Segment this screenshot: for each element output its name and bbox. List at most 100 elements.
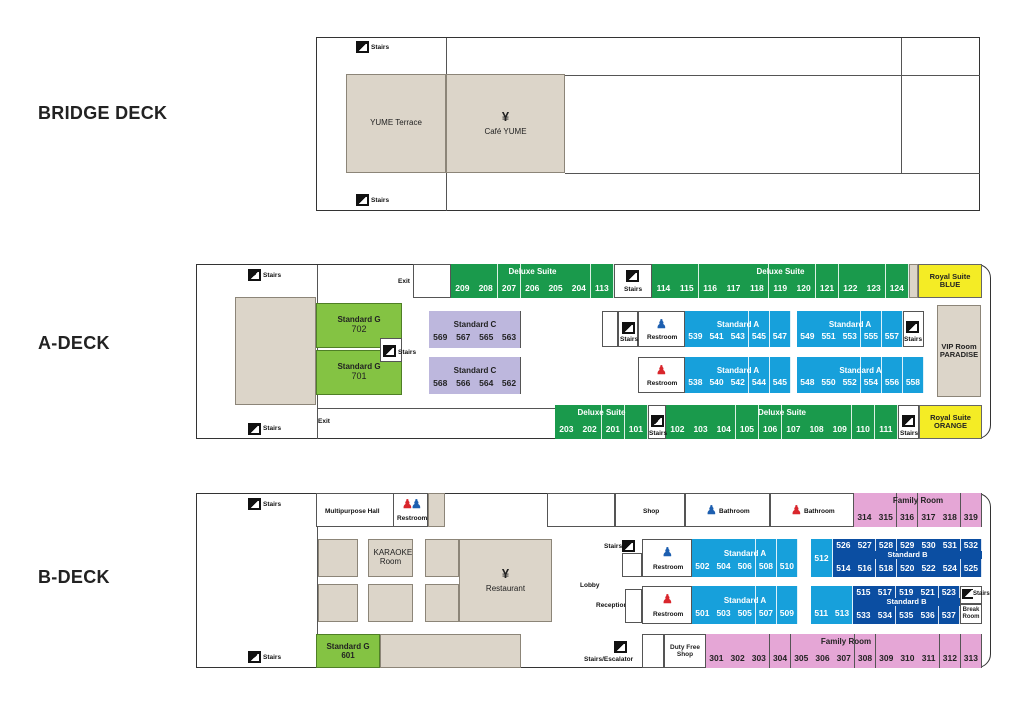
duty-free-shop[interactable]: Duty Free Shop bbox=[664, 634, 706, 668]
room-525[interactable]: 525 bbox=[960, 559, 982, 577]
room-566[interactable]: 566 bbox=[452, 357, 476, 394]
room-513[interactable]: 513 bbox=[832, 586, 853, 624]
room-518[interactable]: 518 bbox=[875, 559, 898, 577]
room-541[interactable]: 541 bbox=[706, 311, 728, 347]
room-107[interactable]: 107 bbox=[782, 405, 806, 439]
room-113[interactable]: 113 bbox=[590, 264, 614, 298]
restaurant[interactable]: ¥ Restaurant bbox=[459, 539, 552, 622]
royal-suite-blue[interactable]: Royal Suite BLUE bbox=[918, 264, 982, 298]
room-302[interactable]: 302 bbox=[727, 634, 749, 668]
room-203[interactable]: 203 bbox=[555, 405, 579, 439]
room-205[interactable]: 205 bbox=[544, 264, 568, 298]
room-201[interactable]: 201 bbox=[601, 405, 626, 439]
room-103[interactable]: 103 bbox=[689, 405, 713, 439]
room-552[interactable]: 552 bbox=[839, 357, 861, 393]
room-116[interactable]: 116 bbox=[698, 264, 723, 298]
room-601[interactable]: Standard G 601 bbox=[316, 634, 380, 668]
room-124[interactable]: 124 bbox=[885, 264, 909, 298]
room-317[interactable]: 317 bbox=[918, 493, 940, 527]
room-310[interactable]: 310 bbox=[897, 634, 919, 668]
room-512[interactable]: 512 bbox=[811, 539, 833, 577]
room-564[interactable]: 564 bbox=[475, 357, 499, 394]
room-547[interactable]: 547 bbox=[769, 311, 791, 347]
room-309[interactable]: 309 bbox=[875, 634, 898, 668]
room-311[interactable]: 311 bbox=[918, 634, 941, 668]
room-568[interactable]: 568 bbox=[429, 357, 453, 394]
room-505[interactable]: 505 bbox=[734, 586, 757, 624]
room-567[interactable]: 567 bbox=[452, 311, 476, 348]
room-511[interactable]: 511 bbox=[811, 586, 833, 624]
room-531[interactable]: 531 bbox=[939, 539, 962, 551]
room-120[interactable]: 120 bbox=[792, 264, 817, 298]
room-509[interactable]: 509 bbox=[776, 586, 798, 624]
room-523[interactable]: 523 bbox=[938, 586, 960, 598]
room-318[interactable]: 318 bbox=[939, 493, 962, 527]
room-209[interactable]: 209 bbox=[451, 264, 475, 298]
room-501[interactable]: 501 bbox=[692, 586, 714, 624]
room-315[interactable]: 315 bbox=[875, 493, 898, 527]
room-556[interactable]: 556 bbox=[881, 357, 904, 393]
room-702[interactable]: Standard G 702 bbox=[316, 303, 402, 348]
room-537[interactable]: 537 bbox=[938, 606, 960, 624]
room-524[interactable]: 524 bbox=[939, 559, 962, 577]
room-109[interactable]: 109 bbox=[828, 405, 853, 439]
karaoke-room[interactable]: KARAOKE Room bbox=[368, 539, 413, 577]
vip-room-paradise[interactable]: VIP Room PARADISE bbox=[937, 305, 981, 397]
room-115[interactable]: 115 bbox=[675, 264, 700, 298]
room-542[interactable]: 542 bbox=[727, 357, 750, 393]
room-105[interactable]: 105 bbox=[735, 405, 760, 439]
room-208[interactable]: 208 bbox=[474, 264, 499, 298]
room-506[interactable]: 506 bbox=[734, 539, 757, 577]
room-540[interactable]: 540 bbox=[706, 357, 728, 393]
room-110[interactable]: 110 bbox=[851, 405, 876, 439]
room-565[interactable]: 565 bbox=[475, 311, 499, 348]
room-557[interactable]: 557 bbox=[881, 311, 903, 347]
room-106[interactable]: 106 bbox=[758, 405, 783, 439]
room-122[interactable]: 122 bbox=[838, 264, 863, 298]
room-301[interactable]: 301 bbox=[706, 634, 728, 668]
room-522[interactable]: 522 bbox=[918, 559, 940, 577]
room-527[interactable]: 527 bbox=[854, 539, 877, 551]
room-550[interactable]: 550 bbox=[818, 357, 840, 393]
room-519[interactable]: 519 bbox=[895, 586, 918, 598]
room-314[interactable]: 314 bbox=[854, 493, 876, 527]
room-528[interactable]: 528 bbox=[875, 539, 898, 551]
room-517[interactable]: 517 bbox=[874, 586, 897, 598]
room-562[interactable]: 562 bbox=[498, 357, 521, 394]
room-554[interactable]: 554 bbox=[860, 357, 883, 393]
room-305[interactable]: 305 bbox=[790, 634, 813, 668]
room-316[interactable]: 316 bbox=[896, 493, 919, 527]
room-529[interactable]: 529 bbox=[896, 539, 919, 551]
room-549[interactable]: 549 bbox=[797, 311, 819, 347]
room-510[interactable]: 510 bbox=[776, 539, 798, 577]
room-551[interactable]: 551 bbox=[818, 311, 840, 347]
room-530[interactable]: 530 bbox=[918, 539, 940, 551]
room-304[interactable]: 304 bbox=[769, 634, 792, 668]
room-516[interactable]: 516 bbox=[854, 559, 877, 577]
room-534[interactable]: 534 bbox=[874, 606, 897, 624]
room-307[interactable]: 307 bbox=[833, 634, 856, 668]
room-111[interactable]: 111 bbox=[874, 405, 898, 439]
room-543[interactable]: 543 bbox=[727, 311, 750, 347]
shop[interactable]: Shop bbox=[615, 493, 685, 527]
room-108[interactable]: 108 bbox=[805, 405, 829, 439]
room-526[interactable]: 526 bbox=[833, 539, 855, 551]
room-308[interactable]: 308 bbox=[854, 634, 877, 668]
room-503[interactable]: 503 bbox=[713, 586, 735, 624]
room-507[interactable]: 507 bbox=[755, 586, 778, 624]
room-207[interactable]: 207 bbox=[497, 264, 522, 298]
room-563[interactable]: 563 bbox=[498, 311, 521, 348]
room-119[interactable]: 119 bbox=[768, 264, 793, 298]
royal-suite-orange[interactable]: Royal Suite ORANGE bbox=[919, 405, 982, 439]
room-123[interactable]: 123 bbox=[862, 264, 887, 298]
room-306[interactable]: 306 bbox=[812, 634, 834, 668]
room-555[interactable]: 555 bbox=[860, 311, 883, 347]
room-502[interactable]: 502 bbox=[692, 539, 714, 577]
room-701[interactable]: Standard G 701 bbox=[316, 350, 402, 395]
room-515[interactable]: 515 bbox=[853, 586, 875, 598]
room-121[interactable]: 121 bbox=[815, 264, 840, 298]
room-544[interactable]: 544 bbox=[748, 357, 771, 393]
room-553[interactable]: 553 bbox=[839, 311, 862, 347]
room-569[interactable]: 569 bbox=[429, 311, 453, 348]
room-545[interactable]: 545 bbox=[769, 357, 791, 393]
